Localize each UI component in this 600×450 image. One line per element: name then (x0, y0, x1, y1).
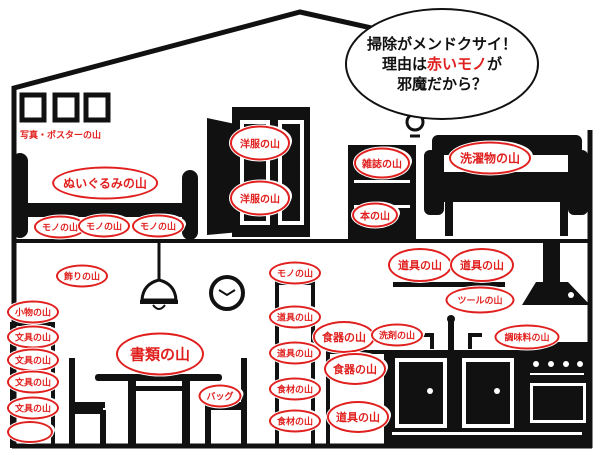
clothes-label: 洋服の山 (230, 125, 290, 161)
under-bed-label: モノの山 (33, 215, 87, 239)
tall-shelf-label: モノの山 (268, 261, 322, 285)
pendant-lamp-icon (140, 243, 178, 310)
bubble-text: が (487, 55, 503, 73)
bubble-line-3: 邪魔だから？ (396, 75, 487, 93)
dining-table-icon (95, 374, 222, 446)
tall-shelf-label: 道具の山 (268, 305, 322, 329)
kitchen-cabinets-icon (388, 342, 588, 446)
cupboard-tools-label: 道具の山 (327, 401, 389, 433)
kitchen-shelf-label: 道具の山 (388, 248, 452, 282)
stuffed-toys-label: ぬいぐるみの山 (52, 166, 158, 200)
under-bed-label: モノの山 (131, 214, 185, 238)
under-bed-label: モノの山 (77, 214, 131, 238)
photos-label: 写真・ポスターの山 (20, 131, 102, 141)
range-hood-icon (522, 242, 590, 305)
faucet-icon (420, 315, 482, 350)
magazines-label: 雑誌の山 (354, 147, 410, 179)
bubble-text: 理由は (381, 55, 427, 73)
dishes-label: 食器の山 (313, 321, 375, 353)
bag-label: バッグ (198, 384, 242, 408)
documents-label: 書類の山 (115, 332, 205, 376)
tall-shelf-label: 食材の山 (268, 377, 322, 401)
tall-shelf-label: 道具の山 (268, 341, 322, 365)
bed-icon (12, 153, 198, 240)
clothes-label: 洋服の山 (230, 180, 290, 216)
kitchen-shelf-label: 道具の山 (450, 248, 514, 282)
dishes-label: 食器の山 (324, 353, 386, 385)
shelf-label: 小物の山 (6, 300, 60, 324)
shelf-label: 文具の山 (6, 348, 60, 372)
shelf-label: 文具の山 (6, 370, 60, 394)
kitchen-shelf-icon (393, 282, 505, 287)
shelf-label: 文具の山 (6, 396, 60, 420)
detergent-label: 洗剤の山 (370, 323, 424, 347)
laundry-label: 洗濯物の山 (448, 141, 532, 175)
decorations-label: 飾りの山 (55, 264, 109, 288)
cupboard-icon (326, 350, 388, 448)
chair-left-icon (69, 358, 106, 446)
books-label: 本の山 (352, 202, 398, 228)
clock-icon (209, 275, 245, 311)
bubble-highlight: 赤いモノ (426, 55, 487, 73)
speech-bubble: 掃除がメンドクサイ！ 理由は赤いモノが 邪魔だから？ (345, 8, 539, 120)
bubble-line-2: 理由は赤いモノが (382, 54, 502, 74)
seasoning-label: 調味料の山 (494, 324, 560, 350)
empty-cloud (7, 421, 53, 443)
tall-shelf-label: 食材の山 (268, 409, 322, 433)
picture-frames-icon (19, 92, 111, 123)
tools-label: ツールの山 (445, 286, 515, 314)
bubble-line-1: 掃除がメンドクサイ！ (366, 35, 517, 53)
shelf-label: 文具の山 (6, 325, 60, 349)
